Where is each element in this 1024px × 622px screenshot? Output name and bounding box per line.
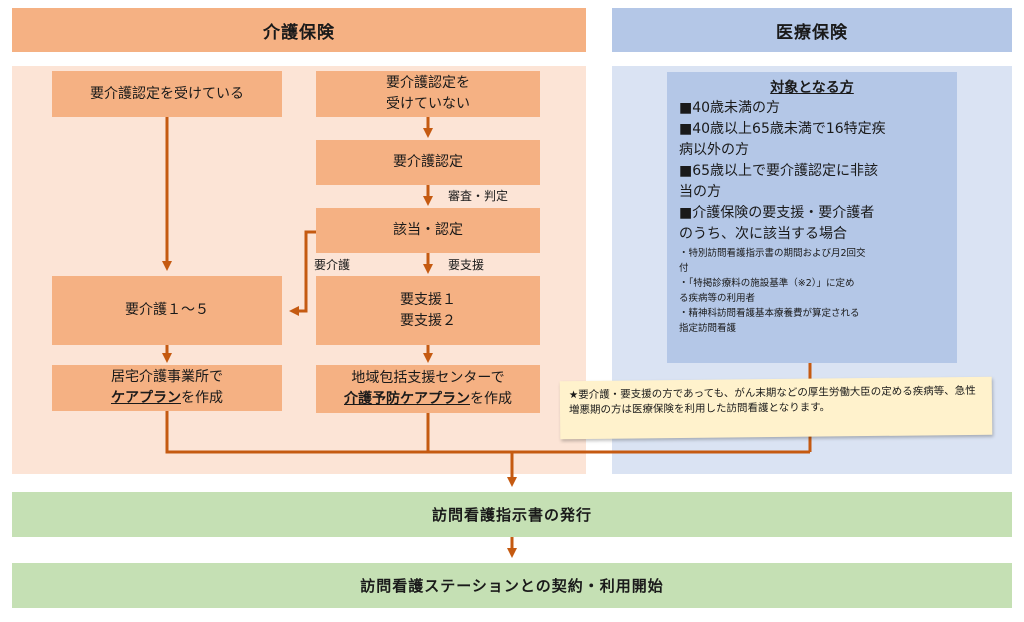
iryo-sub-item: る疾病等の利用者 (679, 293, 756, 304)
note-sticky: ★要介護・要支援の方であっても、がん末期などの厚生労働大臣の定める疾病等、急性増… (559, 376, 993, 440)
not-certified-line2: 受けていない (386, 96, 470, 112)
houkatsu-line1: 地域包括支援センターで (351, 370, 505, 386)
houkatsu-line2: 介護予防ケアプランを作成 (344, 389, 512, 410)
kyotaku-line2: ケアプランを作成 (111, 388, 223, 409)
houkatsu-suffix: を作成 (470, 391, 512, 407)
kaigo-levels-text: 要介護１～５ (125, 302, 209, 318)
box-certified: 要介護認定を受けている (52, 71, 282, 117)
box-certification: 要介護認定 (316, 140, 540, 185)
iryo-sub-item: 指定訪問看護 (679, 323, 737, 334)
contract-text: 訪問看護ステーションとの契約・利用開始 (360, 577, 664, 595)
box-shien: 要支援１ 要支援２ (316, 276, 540, 345)
shien-1-text: 要支援１ (400, 291, 456, 308)
box-kaigo-levels: 要介護１～５ (52, 276, 282, 345)
iryo-item: のうち、次に該当する場合 (679, 226, 847, 242)
box-iryo-target: 対象となる方 ■40歳未満の方 ■40歳以上65歳未満で16特定疾 病以外の方 … (667, 72, 957, 363)
instruction-text: 訪問看護指示書の発行 (431, 506, 592, 524)
iryo-sub-item: ・「特掲診療料の施設基準（※2）」に定め (679, 278, 855, 289)
kaigo-header: 介護保険 (12, 8, 586, 52)
iryo-item: ■介護保険の要支援・要介護者 (679, 205, 875, 221)
iryo-sub-item: ・精神科訪問看護基本療養費が算定される (679, 308, 860, 319)
note-text: ★要介護・要支援の方であっても、がん末期などの厚生労働大臣の定める疾病等、急性増… (568, 384, 976, 417)
iryo-item: ■40歳以上65歳未満で16特定疾 (679, 121, 886, 137)
iryo-item: 病以外の方 (679, 142, 749, 158)
iryo-sub-items: ・特別訪問看護指示書の期間および月2回交 付 ・「特掲診療料の施設基準（※2）」… (679, 246, 945, 336)
label-shien: 要支援 (448, 258, 485, 272)
box-kyotaku: 居宅介護事業所で ケアプランを作成 (52, 365, 282, 411)
label-review: 審査・判定 (448, 189, 509, 203)
box-not-certified: 要介護認定を 受けていない (316, 71, 540, 117)
iryo-header-text: 医療保険 (776, 22, 848, 43)
kyotaku-suffix: を作成 (181, 390, 223, 406)
iryo-header: 医療保険 (612, 8, 1012, 52)
iryo-target-title: 対象となる方 (679, 78, 945, 98)
box-houkatsu: 地域包括支援センターで 介護予防ケアプランを作成 (316, 365, 540, 413)
iryo-item: ■65歳以上で要介護認定に非該 (679, 163, 879, 179)
iryo-sub-item: ・特別訪問看護指示書の期間および月2回交 (679, 248, 866, 259)
iryo-item: ■40歳未満の方 (679, 100, 781, 116)
box-instruction: 訪問看護指示書の発行 (12, 492, 1012, 537)
kyotaku-careplan: ケアプラン (111, 390, 181, 406)
kyotaku-line1: 居宅介護事業所で (111, 369, 223, 385)
kaigo-header-text: 介護保険 (263, 22, 335, 43)
shien-2-text: 要支援２ (400, 312, 456, 329)
box-applicable: 該当・認定 (316, 208, 540, 253)
houkatsu-careplan: 介護予防ケアプラン (344, 391, 470, 407)
certified-text: 要介護認定を受けている (90, 85, 244, 102)
iryo-target-items: ■40歳未満の方 ■40歳以上65歳未満で16特定疾 病以外の方 ■65歳以上で… (679, 98, 945, 245)
iryo-sub-item: 付 (679, 263, 689, 274)
not-certified-line1: 要介護認定を (386, 75, 470, 91)
label-kaigo: 要介護 (314, 258, 351, 272)
box-contract: 訪問看護ステーションとの契約・利用開始 (12, 563, 1012, 608)
iryo-item: 当の方 (679, 184, 721, 200)
certification-text: 要介護認定 (393, 154, 463, 170)
iryo-target-title-text: 対象となる方 (770, 80, 854, 96)
applicable-text: 該当・認定 (393, 222, 463, 238)
